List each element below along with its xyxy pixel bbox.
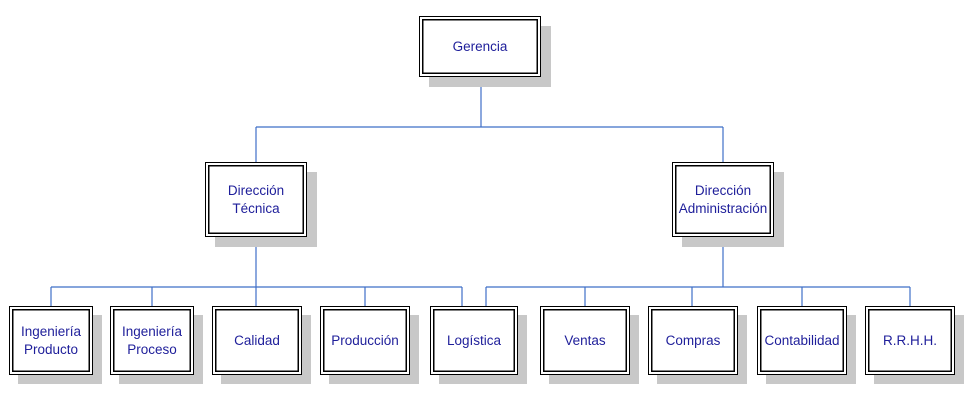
- node-ventas: Ventas: [540, 306, 639, 384]
- node-compras: Compras: [648, 306, 747, 384]
- node-label: Ventas: [564, 332, 606, 348]
- node-contabilidad: Contabilidad: [757, 306, 856, 384]
- node-direccion-administracion: Dirección Administración: [672, 162, 784, 247]
- node-label: Producción: [331, 332, 399, 348]
- node-label: Contabilidad: [764, 332, 840, 348]
- node-label: Ingeniería Producto: [20, 323, 82, 357]
- node-calidad: Calidad: [212, 306, 311, 384]
- node-gerencia: Gerencia: [419, 16, 551, 87]
- node-label: Logística: [446, 332, 502, 348]
- node-label: Calidad: [234, 332, 280, 348]
- node-label: Gerencia: [452, 38, 508, 54]
- node-label: Dirección Técnica: [227, 182, 285, 216]
- node-direccion-tecnica: Dirección Técnica: [205, 162, 317, 247]
- node-produccion: Producción: [320, 306, 419, 384]
- node-label: Compras: [665, 332, 721, 348]
- node-ingenieria-producto: Ingeniería Producto: [9, 306, 102, 384]
- node-rrhh: R.R.H.H.: [865, 306, 964, 384]
- node-logistica: Logística: [430, 306, 527, 384]
- node-ingenieria-proceso: Ingeniería Proceso: [110, 306, 203, 384]
- node-label: Ingeniería Proceso: [121, 323, 183, 357]
- node-label: R.R.H.H.: [883, 332, 937, 348]
- node-label: Dirección Administración: [678, 182, 768, 216]
